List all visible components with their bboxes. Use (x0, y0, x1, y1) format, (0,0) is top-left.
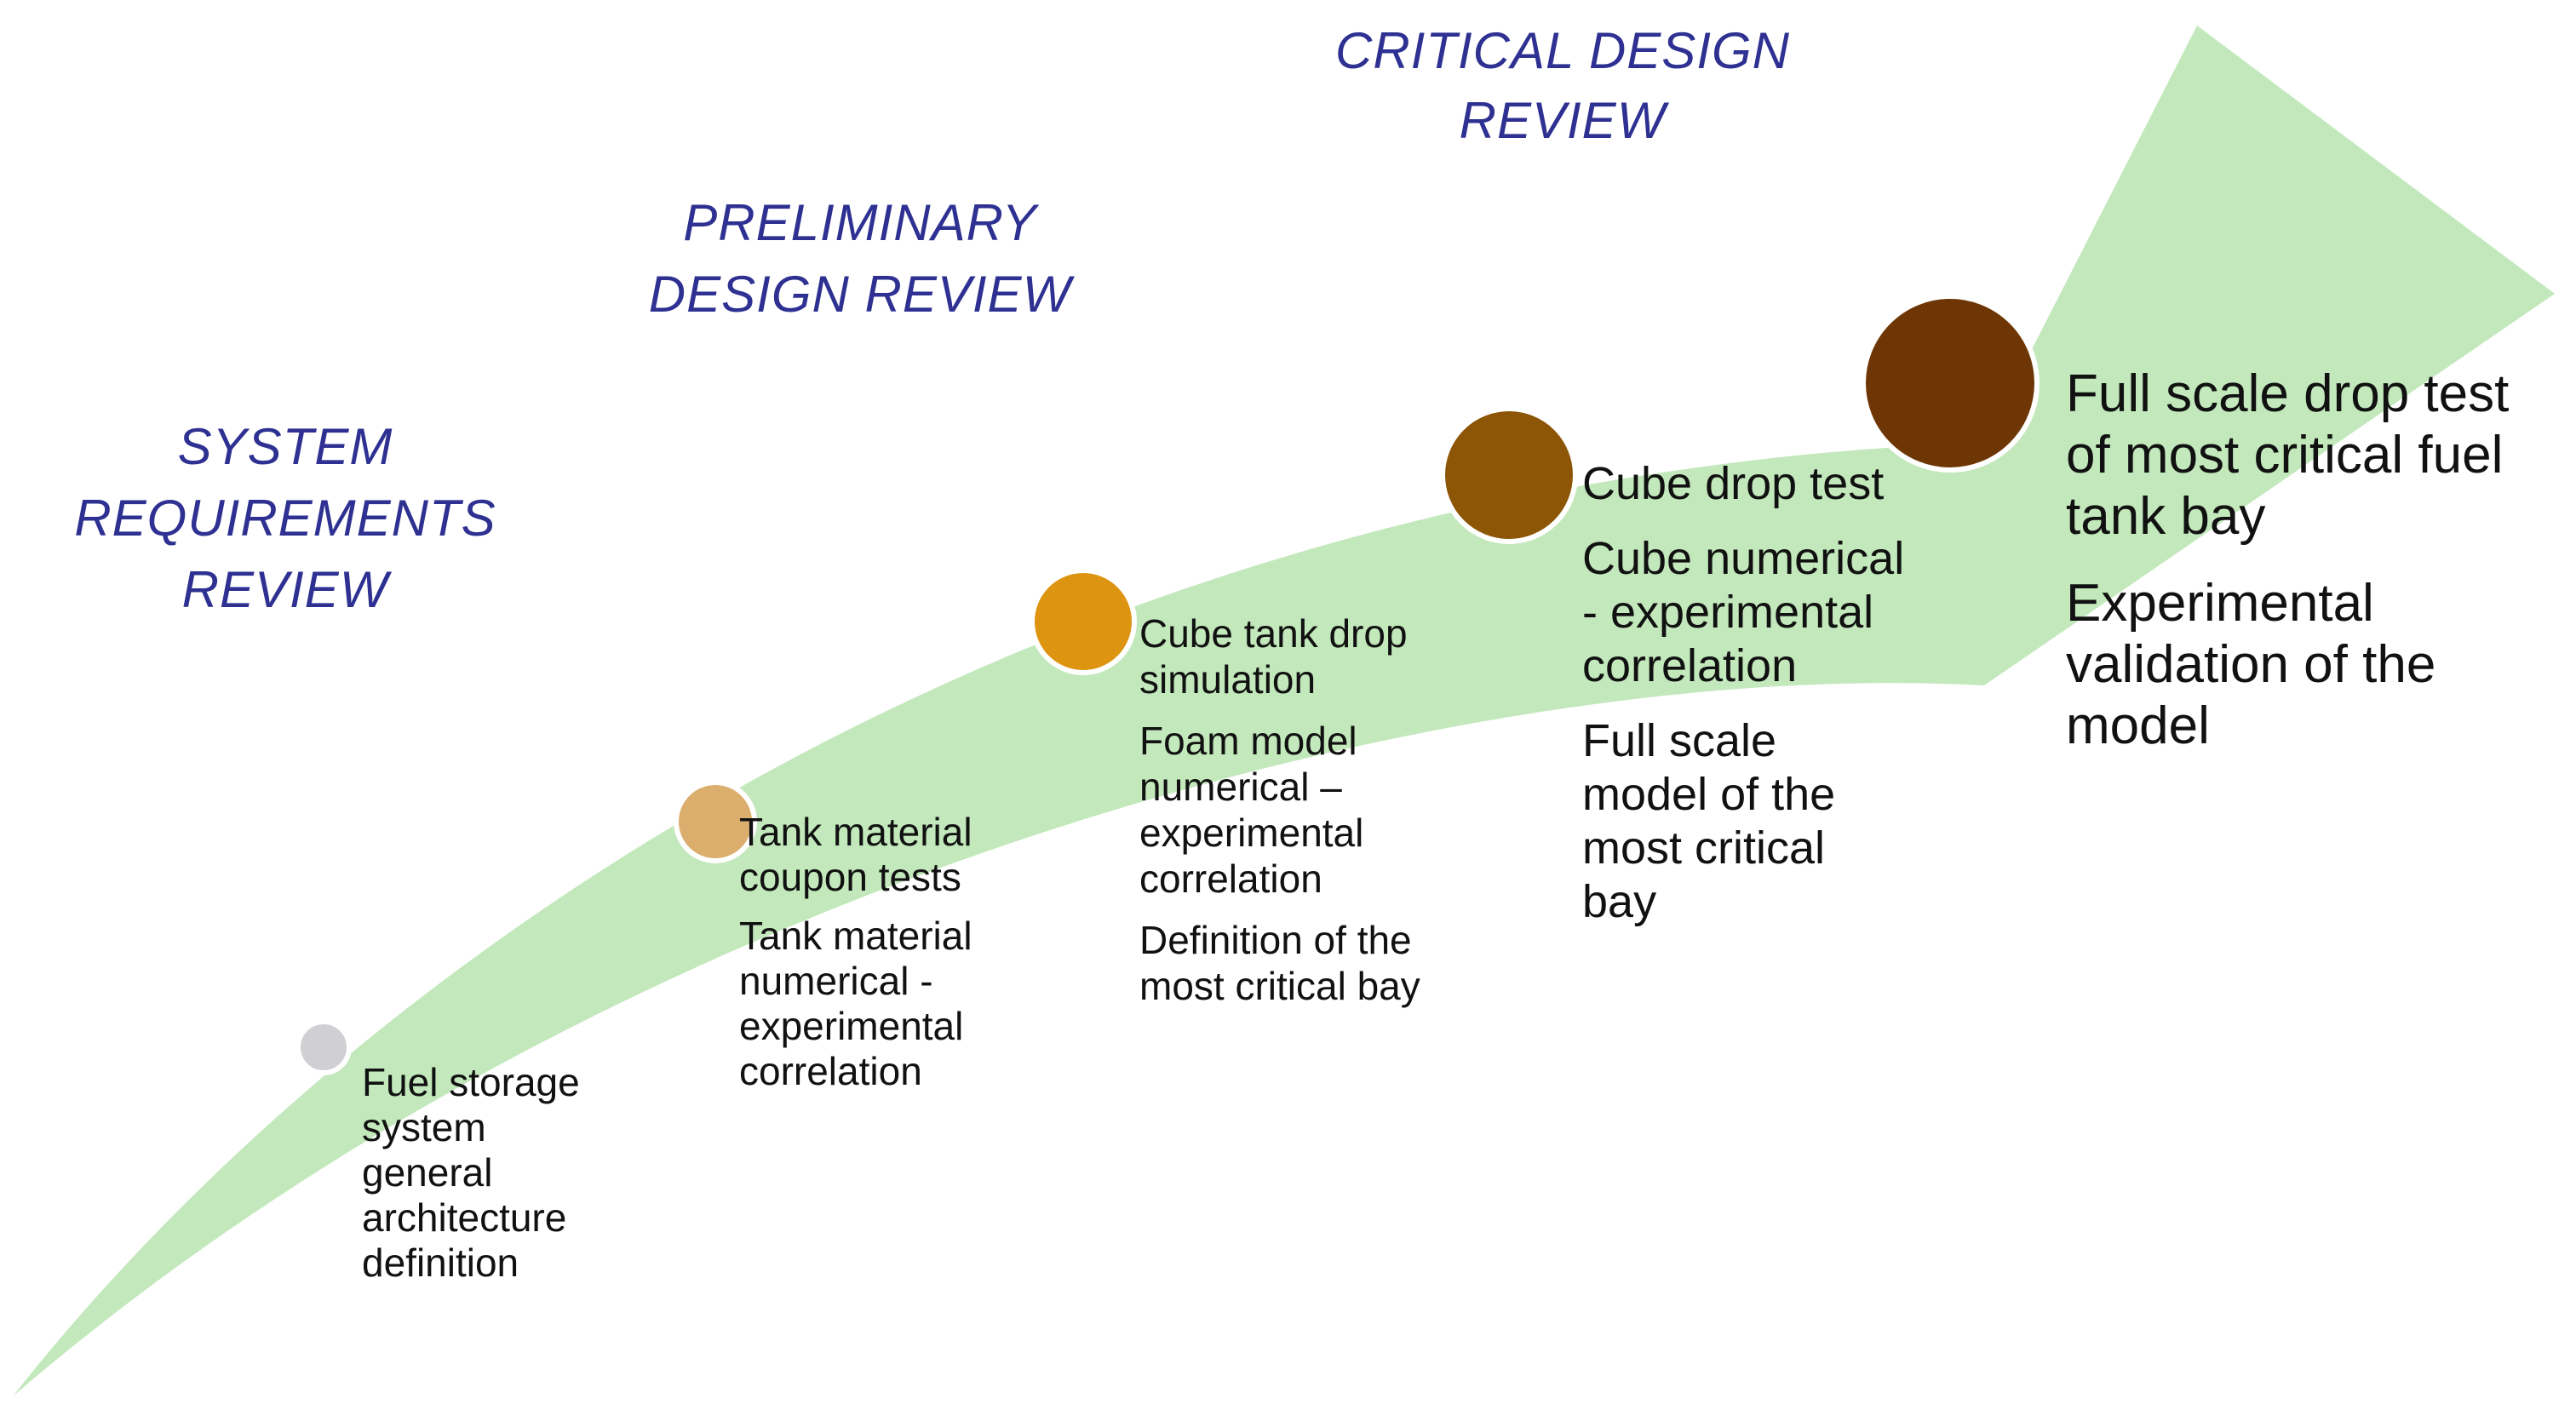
milestone-activity-line: numerical - (739, 959, 933, 1003)
milestone-activity-line: general (362, 1150, 492, 1195)
review-label-line: CRITICAL DESIGN (1335, 22, 1790, 79)
milestone-marker-5 (1861, 294, 2040, 473)
milestone-activity: Cube drop test (1582, 458, 1884, 509)
milestone-activity-line: - experimental (1582, 587, 1873, 638)
progress-arrow (13, 26, 2555, 1396)
review-label-2: PRELIMINARY DESIGN REVIEW (649, 194, 1076, 323)
milestone-activity-line: definition (362, 1241, 519, 1285)
milestone-activity-line: Fuel storage (362, 1060, 580, 1104)
milestone-activity-line: Definition of the (1139, 918, 1412, 962)
milestone-activity-line: Full scale (1582, 715, 1776, 766)
review-label-line: PRELIMINARY (683, 194, 1040, 251)
milestone-activity-line: architecture (362, 1195, 566, 1240)
milestone-activity-line: of most critical fuel (2066, 426, 2503, 484)
milestone-activity-line: Experimental (2066, 574, 2374, 633)
milestone-activity-line: Cube drop test (1582, 458, 1884, 509)
review-label-1: SYSTEM REQUIREMENTS REVIEW (74, 418, 496, 618)
milestone-activity-line: Full scale drop test (2066, 364, 2509, 423)
review-label-line: REVIEW (182, 561, 393, 618)
milestone-activity-line: simulation (1139, 657, 1316, 702)
milestone-marker-2 (674, 780, 757, 863)
milestone-activity-line: model of the (1582, 769, 1835, 820)
milestone-activity-line: correlation (1582, 640, 1797, 691)
milestone-activity-line: experimental (739, 1004, 963, 1048)
milestone-activity-line: Cube numerical (1582, 533, 1904, 584)
milestone-activity-line: model (2066, 696, 2210, 755)
milestone-1-text: Fuel storagesystemgeneralarchitecturedef… (362, 1060, 580, 1285)
review-label-line: SYSTEM (178, 418, 393, 475)
milestone-activity-line: numerical – (1139, 765, 1342, 809)
review-label-line: REQUIREMENTS (74, 490, 496, 547)
milestone-marker-1 (295, 1019, 352, 1075)
milestone-activity-line: Foam model (1139, 719, 1357, 763)
milestone-marker-4 (1440, 406, 1578, 544)
milestone-activity-line: coupon tests (739, 855, 961, 899)
milestone-activity-line: validation of the (2066, 635, 2435, 694)
review-label-line: DESIGN REVIEW (649, 266, 1076, 323)
review-label-line: REVIEW (1460, 92, 1670, 149)
milestone-activity-line: Cube tank drop (1139, 611, 1408, 656)
review-label-3: CRITICAL DESIGN REVIEW (1335, 22, 1790, 149)
milestone-marker-3 (1030, 568, 1137, 675)
milestone-activity-line: system (362, 1105, 486, 1149)
milestone-activity-line: Tank material (739, 914, 972, 958)
milestone-activity: Fuel storagesystemgeneralarchitecturedef… (362, 1060, 580, 1285)
milestone-activity-line: most critical (1582, 822, 1825, 874)
milestone-activity-line: most critical bay (1139, 964, 1420, 1008)
milestone-activity-line: tank bay (2066, 487, 2265, 546)
milestone-activity-line: correlation (1139, 857, 1322, 901)
milestone-activity-line: Tank material (739, 810, 972, 854)
milestone-activity-line: experimental (1139, 811, 1363, 855)
milestone-activity-line: correlation (739, 1049, 922, 1093)
milestone-activity-line: bay (1582, 876, 1656, 927)
